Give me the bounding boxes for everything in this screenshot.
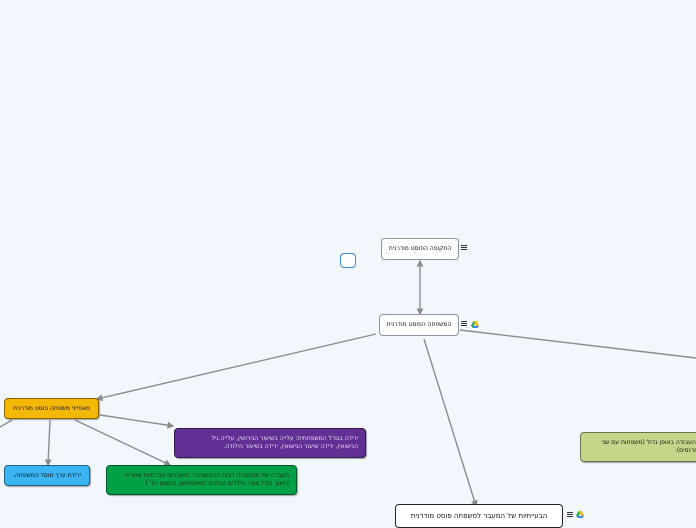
node-transfer-roles-line2: (חינוך מגיל צעיר הילדים הולכים למשפחתון,… <box>145 480 289 487</box>
connector-characteristics-decline-marriage <box>44 419 52 467</box>
node-decline-purple-line2: הנישואין, ירידה שיעור הנישואין, ירידה בש… <box>223 443 358 450</box>
node-postmodern-family[interactable]: המשפחה הפוסט מודרנית <box>379 314 459 336</box>
node-transfer-roles[interactable]: העברה של פונקציות רבות מהמשפחה למערכות ח… <box>106 465 297 495</box>
connector-characteristics-offscreen <box>0 419 13 428</box>
node-characteristics[interactable]: מאפייני משפחה פוסט מודרנית <box>4 398 99 419</box>
node-transfer-roles-line1: העברה של פונקציות רבות מהמשפחה למערכות ח… <box>124 472 289 479</box>
node-postmodern-family-label: המשפחה הפוסט מודרנית <box>386 321 452 328</box>
node-problems-label: הבעייתיות של המעבר למשפחה פוסט מודרנית <box>410 512 548 520</box>
node-postmodern-era-label: התקופה הפוסט מודרנית <box>388 245 452 252</box>
node-green-right-line1: ק העבודה באופן גדול (משפחות עם שני <box>601 439 696 446</box>
connector-family-characteristics <box>95 333 377 402</box>
menu-icon[interactable] <box>461 245 467 251</box>
node-postmodern-era[interactable]: התקופה הפוסט מודרנית <box>381 238 459 260</box>
google-drive-icon[interactable] <box>471 321 479 328</box>
node-green-right[interactable]: ק העבודה באופן גדול (משפחות עם שני מפרנס… <box>580 432 696 462</box>
node-characteristics-label: מאפייני משפחה פוסט מודרנית <box>12 404 91 412</box>
focus-square[interactable] <box>340 253 356 268</box>
menu-icon[interactable] <box>567 512 573 518</box>
menu-icon[interactable] <box>461 321 467 327</box>
connector-characteristics-transfer-roles <box>74 419 172 466</box>
node-decline-marriage[interactable]: ירידת ערך מוסד המשפחה. <box>4 465 90 486</box>
node-decline-purple[interactable]: ירידה בגודל המשפחתית: עלייה בשיעור הגירו… <box>174 428 366 458</box>
node-decline-purple-line1: ירידה בגודל המשפחתית: עלייה בשיעור הגירו… <box>211 435 358 442</box>
google-drive-icon[interactable] <box>576 511 584 518</box>
connector-family-right <box>459 329 696 359</box>
node-green-right-line2: מפרנסים). <box>674 447 696 454</box>
connector-family-problems <box>423 338 478 508</box>
node-problems[interactable]: הבעייתיות של המעבר למשפחה פוסט מודרנית <box>395 504 563 528</box>
connector-characteristics-decline-purple <box>99 414 175 429</box>
node-decline-marriage-label: ירידת ערך מוסד המשפחה. <box>13 471 81 479</box>
